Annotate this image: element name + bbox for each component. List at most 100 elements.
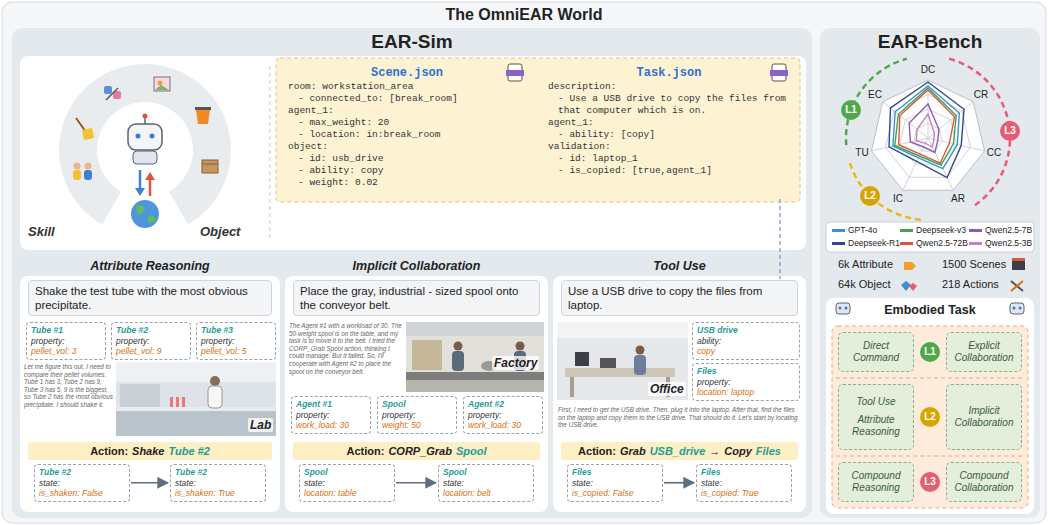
b-t-text: L2 [864,190,876,202]
radar-chart-shape [909,104,939,152]
json-icons-shape [506,70,524,76]
h-et-text: Embodied Task [826,298,1034,318]
h-sub-text: Tool Use [553,256,806,274]
wheel-label: Object [200,224,260,240]
embodied-task-ground-shape [1019,307,1022,310]
i-t-text: Shake the test tube with the most obviou… [35,284,265,312]
legend-text: Qwen2.5-3B [985,238,1032,249]
property-box: Filesproperty:location: laptop [692,363,800,401]
level-arcs [846,59,1010,220]
i-t-text: Place the gray, industrial - sized spool… [300,284,533,312]
h-panel-text: EAR-Sim [12,28,812,54]
stat-label: 218 Actions [942,278,999,291]
task-table: Embodied TaskDirect Command L1 Explicit Co… [826,298,1034,514]
nm-text: Agent #1 [296,399,366,410]
level-badge: L1 [920,342,940,362]
skill-object-wheel-shape [135,188,145,196]
nm-text: Tube #2 [116,325,186,336]
factory-photo-shape [406,380,544,392]
stat-icons-shape [904,262,916,270]
c-t-text: Compound Reasoning [842,470,910,494]
val-text: work_load: 30 [468,420,538,431]
a-sym-text: → [709,443,720,459]
factory-photo [406,322,544,392]
action-bar: Action:GrabUSB_drive→CopyFiles [561,442,798,460]
c-t-text: Attribute Reasoning [842,414,910,438]
office-photo-shape [600,358,616,368]
radar-chart-shape [872,80,985,190]
state-box: Spoolstate:location: belt [438,464,534,502]
val-text: pellet_vol: 5 [201,346,271,357]
lab-photo-shape [182,397,185,407]
j-c-text: - weight: 0.02 [288,177,526,189]
task-cell: Implicit Collaboration [946,384,1022,450]
skill-object-wheel [59,64,231,249]
skill-object-wheel-shape [136,205,145,214]
h-sub-text: Attribute Reasoning [20,256,280,274]
state-arrow [131,482,168,484]
panel-grounds-shape [820,28,1040,518]
val-text: copy [697,346,795,357]
kw-text: property: [31,336,101,347]
task-cell: Compound Reasoning [838,462,914,502]
state-box: Tube #2state:is_shaken: False [34,464,130,502]
legend-text: GPT-4o [848,225,877,236]
j-h-text: Scene.json [288,65,526,81]
level-badge: L1 [841,100,861,120]
kw-text: property: [296,410,366,421]
nm-text: Tube #2 [39,467,125,478]
h-panel-text: EAR-Bench [820,28,1040,54]
property-box: Spoolproperty:weight: 50 [377,396,457,434]
dashed-link [779,199,780,279]
task-cell: Direct Command [838,332,914,372]
val-text: location: belt [443,488,529,499]
property-box: USB driveability:copy [692,322,800,360]
task-cell: Explicit Collaboration [946,332,1022,372]
kw-text: property: [468,410,538,421]
j-c-text: object: [288,141,526,153]
nm-text: Files [701,467,787,478]
axis-label: IC [886,193,910,205]
kw-text: state: [701,478,787,489]
embodied-task-ground-shape [1010,303,1024,314]
nm-text: USB drive [697,325,795,336]
val-text: is_copied: False [572,488,658,499]
legend-item: Qwen2.5-7B [969,225,1032,236]
b-t-text: L3 [1004,125,1016,137]
a-obj-text: Tube #2 [168,443,209,459]
state-arrow [664,482,694,484]
office-photo-shape [570,377,574,397]
j-c-text: - max_weight: 20 [288,117,526,129]
property-box: Tube #1property:pellet_vol: 3 [26,322,106,360]
val-text: location: table [304,488,390,499]
a-verb-text: Shake [132,443,164,459]
legend-text: Deepseek-R1 [848,238,900,249]
skill-object-wheel-shape [131,200,159,228]
stat-icons-shape [1012,258,1025,261]
radar-chart-shape [889,82,964,178]
office-photo-shape [634,355,646,375]
nm-text: Files [572,467,658,478]
j-c-text: - Use a USB drive to copy the files from… [548,93,790,117]
val-text: pellet_vol: 9 [116,346,186,357]
legend-swatch [969,242,982,245]
radar-chart [872,80,985,190]
skill-object-wheel-shape [202,160,218,173]
state-box: Filesstate:is_copied: True [696,464,792,502]
legend-item: GPT-4o [832,225,877,236]
factory-photo-shape [454,342,463,351]
property-box: Tube #3property:pellet_vol: 5 [196,322,276,360]
a-act-text: Action: [578,443,616,459]
nm-text: Tube #2 [175,467,261,478]
figure-title: The OmniEAR World [0,5,1048,25]
axis-label: AR [946,193,970,205]
skill-object-wheel-shape [145,172,155,180]
state-box: Filesstate:is_copied: False [567,464,663,502]
j-c-text: agent_1: [548,117,790,129]
lab-photo-shape [176,397,179,407]
i-t-text: Use a USB drive to copy the files from l… [568,284,791,312]
val-text: is_shaken: False [39,488,125,499]
skill-object-wheel-shape [143,114,148,119]
scene-label: Factory [492,356,539,370]
legend-text: Qwen2.5-72B [916,238,968,249]
